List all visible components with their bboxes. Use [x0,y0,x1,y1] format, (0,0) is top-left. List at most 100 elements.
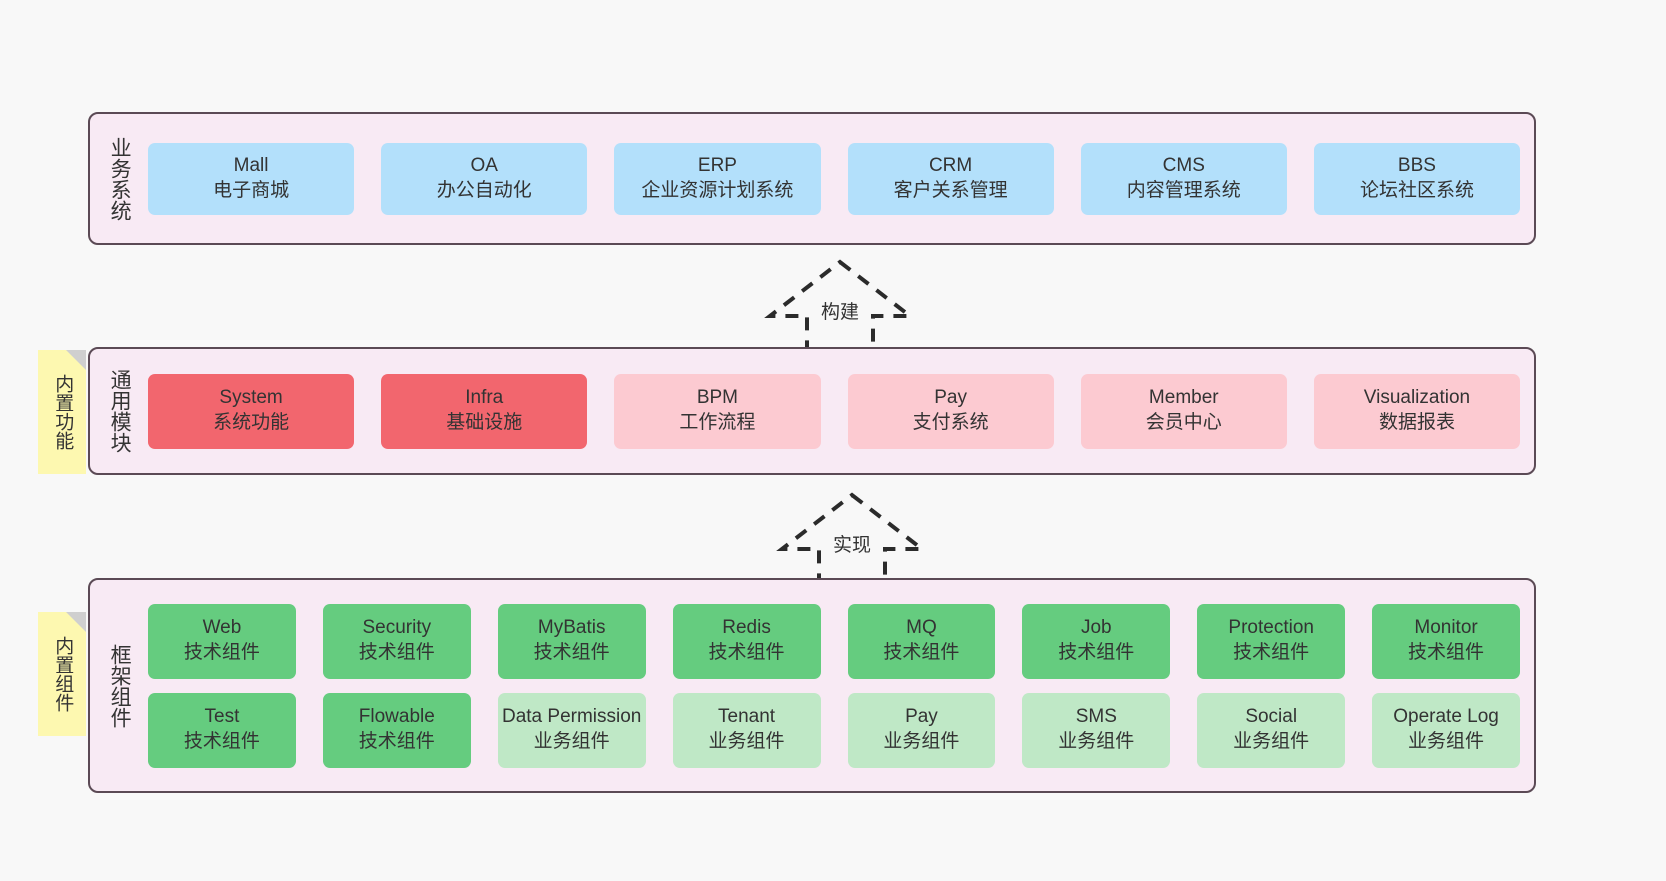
node-member[interactable]: Member 会员中心 [1080,373,1287,449]
node-subtitle: 系统功能 [213,412,290,433]
note-builtin-features: 内置功能 [38,350,86,474]
dashed-up-arrow-icon [776,492,928,589]
node-subtitle: 企业资源计划系统 [641,179,794,201]
node-subtitle: 会员中心 [1145,412,1222,433]
connector-build: 构建 [760,256,920,356]
layer-common-modules: 通用模块 System 系统功能 Infra 基础设施 BPM 工作流程 Pay… [88,347,1536,475]
node-operate-log[interactable]: Operate Log 业务组件 [1372,692,1520,768]
node-subtitle: 技术组件 [358,731,435,752]
node-title: Data Permission [501,706,642,728]
node-bbs[interactable]: BBS 论坛社区系统 [1313,142,1521,215]
node-mybatis[interactable]: MyBatis 技术组件 [497,603,646,679]
node-subtitle: 业务组件 [1058,731,1135,752]
node-subtitle: 技术组件 [1233,642,1310,663]
node-title: CRM [928,154,973,176]
note-fold-corner-icon [66,612,86,632]
node-subtitle: 业务组件 [533,731,610,752]
layer-body-common: System 系统功能 Infra 基础设施 BPM 工作流程 Pay 支付系统… [148,349,1534,473]
node-mq[interactable]: MQ 技术组件 [847,603,996,679]
node-title: Infra [465,387,504,409]
layer-title-framework: 框架组件 [108,643,132,728]
node-subtitle: 业务组件 [1408,731,1485,752]
layer-title-common: 通用模块 [108,369,132,453]
layer-body-business: Mall 电子商城 OA 办公自动化 ERP 企业资源计划系统 CRM 客户关系… [148,114,1534,243]
node-infra[interactable]: Infra 基础设施 [381,373,588,449]
note-builtin-components: 内置组件 [38,612,86,736]
node-title: ERP [697,154,737,176]
node-title: CMS [1162,154,1205,176]
node-title: Flowable [358,706,435,728]
node-title: Social [1245,706,1298,728]
node-title: Protection [1228,617,1314,639]
node-subtitle: 技术组件 [183,731,260,752]
layer-business-systems: 业务系统 Mall 电子商城 OA 办公自动化 ERP 企业资源计划系统 CRM… [88,112,1536,245]
node-bpm[interactable]: BPM 工作流程 [614,373,821,449]
node-flowable[interactable]: Flowable 技术组件 [322,692,471,768]
node-subtitle: 论坛社区系统 [1359,179,1474,201]
node-redis[interactable]: Redis 技术组件 [672,603,821,679]
node-protection[interactable]: Protection 技术组件 [1197,603,1346,679]
framework-business-row: Test 技术组件 Flowable 技术组件 Data Permission … [148,692,1520,768]
node-title: MQ [906,617,937,639]
node-subtitle: 客户关系管理 [893,179,1008,201]
common-node-row: System 系统功能 Infra 基础设施 BPM 工作流程 Pay 支付系统… [148,373,1521,449]
node-title: Pay [934,387,967,409]
node-subtitle: 办公自动化 [436,179,532,201]
node-data-permission[interactable]: Data Permission 业务组件 [497,692,646,768]
note-label: 内置组件 [52,636,74,712]
node-title: Pay [905,706,938,728]
node-subtitle: 业务组件 [708,731,785,752]
node-mall[interactable]: Mall 电子商城 [148,142,355,215]
node-oa[interactable]: OA 办公自动化 [381,142,588,215]
node-title: Redis [722,617,771,639]
node-title: Member [1148,387,1219,409]
node-test[interactable]: Test 技术组件 [148,692,296,768]
node-title: Mall [233,154,269,176]
node-subtitle: 工作流程 [679,412,756,433]
node-title: Job [1080,617,1112,639]
node-subtitle: 业务组件 [883,731,960,752]
node-subtitle: 数据报表 [1378,412,1455,433]
note-fold-corner-icon [66,350,86,370]
node-social[interactable]: Social 业务组件 [1197,692,1346,768]
node-security[interactable]: Security 技术组件 [322,603,471,679]
node-job[interactable]: Job 技术组件 [1022,603,1171,679]
node-subtitle: 技术组件 [708,642,785,663]
node-subtitle: 电子商城 [213,179,290,201]
node-title: Security [362,617,432,639]
layer-title-business: 业务系统 [108,136,132,221]
node-title: Operate Log [1393,706,1499,728]
node-crm[interactable]: CRM 客户关系管理 [847,142,1054,215]
business-node-row: Mall 电子商城 OA 办公自动化 ERP 企业资源计划系统 CRM 客户关系… [148,142,1521,215]
layer-framework-components: 框架组件 Web 技术组件 Security 技术组件 MyBatis 技术组件… [88,578,1536,793]
node-title: Monitor [1414,617,1478,639]
node-title: Visualization [1363,387,1471,409]
node-title: BBS [1397,154,1436,176]
node-title: System [219,387,283,409]
node-title: Test [204,706,240,728]
node-subtitle: 技术组件 [1058,642,1135,663]
node-erp[interactable]: ERP 企业资源计划系统 [614,142,821,215]
connector-implement: 实现 [772,489,932,589]
node-sms[interactable]: SMS 业务组件 [1022,692,1171,768]
node-cms[interactable]: CMS 内容管理系统 [1080,142,1287,215]
node-title: SMS [1075,706,1117,728]
node-title: OA [470,154,498,176]
node-subtitle: 技术组件 [883,642,960,663]
framework-tech-row: Web 技术组件 Security 技术组件 MyBatis 技术组件 Redi… [148,603,1520,679]
dashed-up-arrow-icon [764,259,916,356]
node-monitor[interactable]: Monitor 技术组件 [1372,603,1520,679]
node-subtitle: 内容管理系统 [1126,179,1241,201]
note-label: 内置功能 [52,374,74,450]
node-subtitle: 技术组件 [358,642,435,663]
node-tenant[interactable]: Tenant 业务组件 [672,692,821,768]
node-system[interactable]: System 系统功能 [148,373,355,449]
node-subtitle: 支付系统 [912,412,989,433]
node-pay[interactable]: Pay 支付系统 [847,373,1054,449]
node-subtitle: 技术组件 [1408,642,1485,663]
node-title: MyBatis [537,617,606,639]
node-visualization[interactable]: Visualization 数据报表 [1313,373,1521,449]
node-title: BPM [696,387,739,409]
node-web[interactable]: Web 技术组件 [148,603,296,679]
node-pay-component[interactable]: Pay 业务组件 [847,692,996,768]
